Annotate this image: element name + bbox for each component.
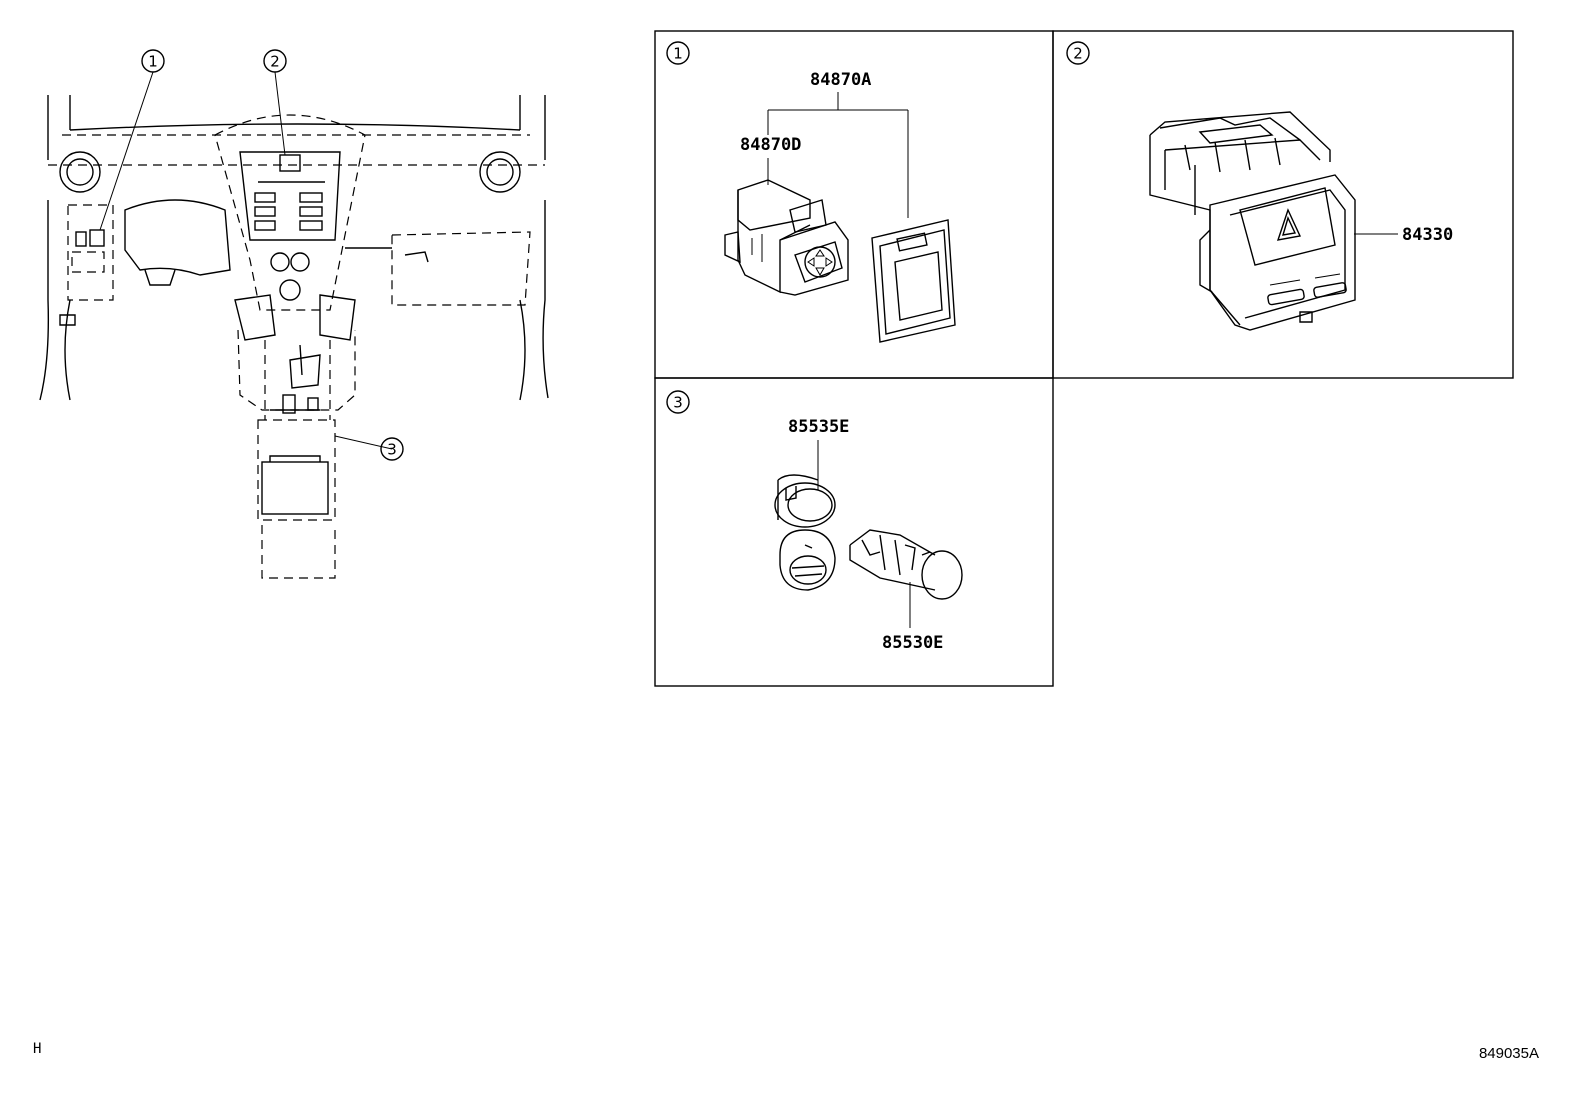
panel-1: 1 84870A 84870D — [666, 41, 956, 343]
svg-text:3: 3 — [387, 441, 397, 459]
socket-plug-drawing — [849, 529, 963, 600]
overview-callout-3: 3 — [380, 437, 404, 461]
switch-bezel-drawing — [871, 219, 956, 343]
svg-text:2: 2 — [1073, 45, 1083, 63]
part-84330: 84330 — [1402, 225, 1453, 245]
part-84870A: 84870A — [810, 70, 871, 90]
panel-grid — [654, 30, 1514, 687]
svg-text:2: 2 — [270, 53, 280, 71]
diagram-id: 849035A — [1479, 1045, 1539, 1062]
panel-2: 2 84330 — [1066, 41, 1453, 331]
overview-callout-1: 1 — [141, 49, 165, 73]
part-85530E: 85530E — [882, 633, 943, 653]
part-85535E: 85535E — [788, 417, 849, 437]
mirror-switch-drawing — [724, 179, 849, 296]
dashboard-overview — [39, 71, 549, 579]
panel-3: 3 85535E 85530E — [666, 390, 963, 653]
panel-3-callout — [666, 390, 690, 414]
part-84870D: 84870D — [740, 135, 801, 155]
svg-text:3: 3 — [673, 394, 683, 412]
svg-text:1: 1 — [673, 45, 683, 63]
footer-left-code: H — [33, 1041, 41, 1057]
svg-text:1: 1 — [148, 53, 158, 71]
overview-callout-2: 2 — [263, 49, 287, 73]
panel-2-callout — [1066, 41, 1090, 65]
socket-housing-drawing — [774, 474, 836, 591]
panel-1-callout — [666, 41, 690, 65]
hazard-switch-drawing — [1149, 111, 1356, 331]
